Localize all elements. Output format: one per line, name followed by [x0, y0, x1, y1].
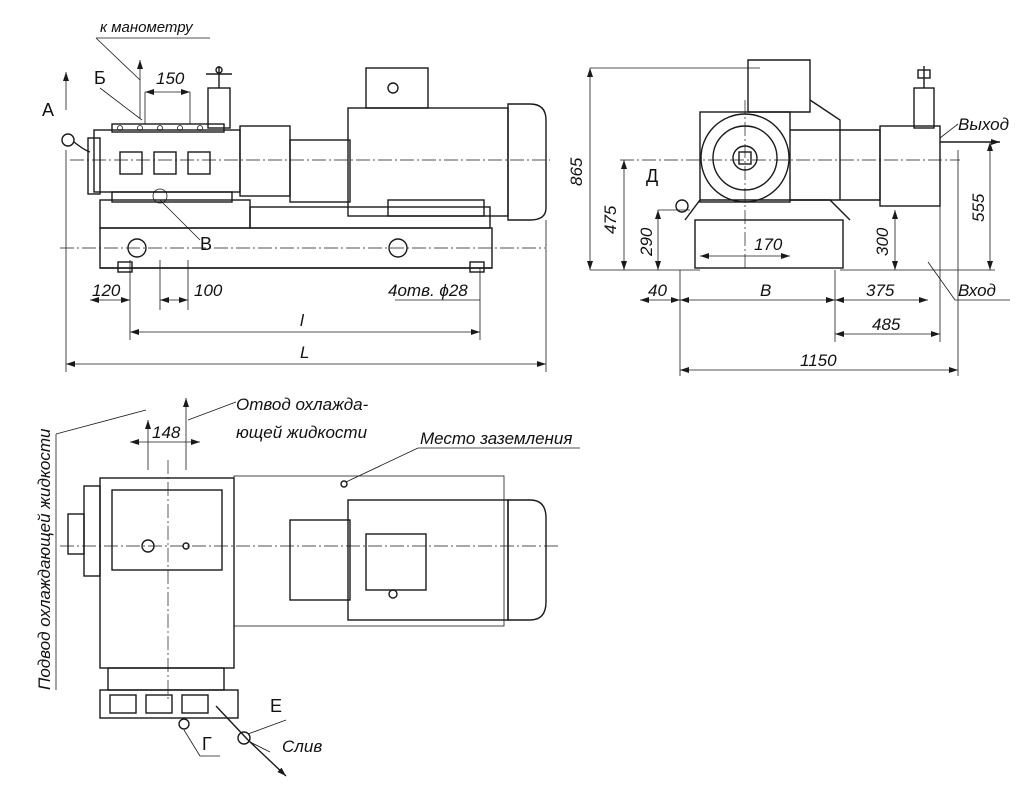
- dim-170: 170: [754, 235, 783, 254]
- label-a: А: [42, 100, 54, 120]
- drain-e-icon: [237, 731, 251, 745]
- label-v: В: [200, 234, 212, 254]
- front-view: [60, 37, 550, 372]
- ground-point-icon: [340, 480, 348, 488]
- label-to-gauge: к манометру: [100, 19, 194, 36]
- dim-150: 150: [156, 69, 185, 88]
- terminal-box: [365, 67, 429, 109]
- dim-1150: 1150: [800, 351, 837, 370]
- label-drain: Слив: [282, 737, 322, 756]
- drain-g-icon: [178, 718, 190, 730]
- coupling-housing: [289, 139, 351, 203]
- label-e: Е: [270, 696, 282, 716]
- label-output: Выход: [958, 115, 1009, 134]
- dim-b: B: [760, 281, 771, 300]
- label-b: Б: [94, 68, 106, 88]
- label-coolant-out-2: ющей жидкости: [236, 423, 368, 442]
- plan-view: [55, 398, 580, 777]
- gauge-a-icon: [61, 133, 75, 147]
- dim-148: 148: [152, 423, 181, 442]
- label-coolant-in: Подвод охлаждающей жидкости: [35, 428, 54, 690]
- dim-865: 865: [567, 157, 586, 186]
- dim-290: 290: [637, 227, 656, 257]
- dim-375: 375: [866, 281, 895, 300]
- dim-l-big: L: [300, 343, 309, 362]
- dim-120: 120: [92, 281, 121, 300]
- dim-475: 475: [601, 205, 620, 234]
- dim-l-small: l: [300, 311, 305, 330]
- dim-40: 40: [648, 281, 667, 300]
- label-input: Вход: [958, 281, 996, 300]
- dim-555: 555: [969, 193, 988, 222]
- label-d: Д: [646, 166, 658, 186]
- pump-body: [93, 129, 241, 193]
- dim-100: 100: [194, 281, 223, 300]
- valve-column: [207, 87, 231, 129]
- dim-300: 300: [873, 227, 892, 256]
- valve-block: [879, 125, 941, 207]
- plan-motor: [347, 499, 509, 621]
- plan-valve-blocks: [99, 689, 239, 719]
- dim-holes: 4отв. ϕ28: [388, 281, 468, 300]
- label-ground: Место заземления: [420, 429, 572, 448]
- side-view: [587, 59, 1010, 376]
- label-coolant-out-1: Отвод охлажда-: [236, 395, 369, 414]
- dim-485: 485: [872, 315, 901, 334]
- side-base: [694, 219, 844, 269]
- gauge-d-icon: [675, 199, 689, 213]
- plan-pump-housing: [99, 477, 235, 669]
- label-g: Г: [202, 734, 212, 754]
